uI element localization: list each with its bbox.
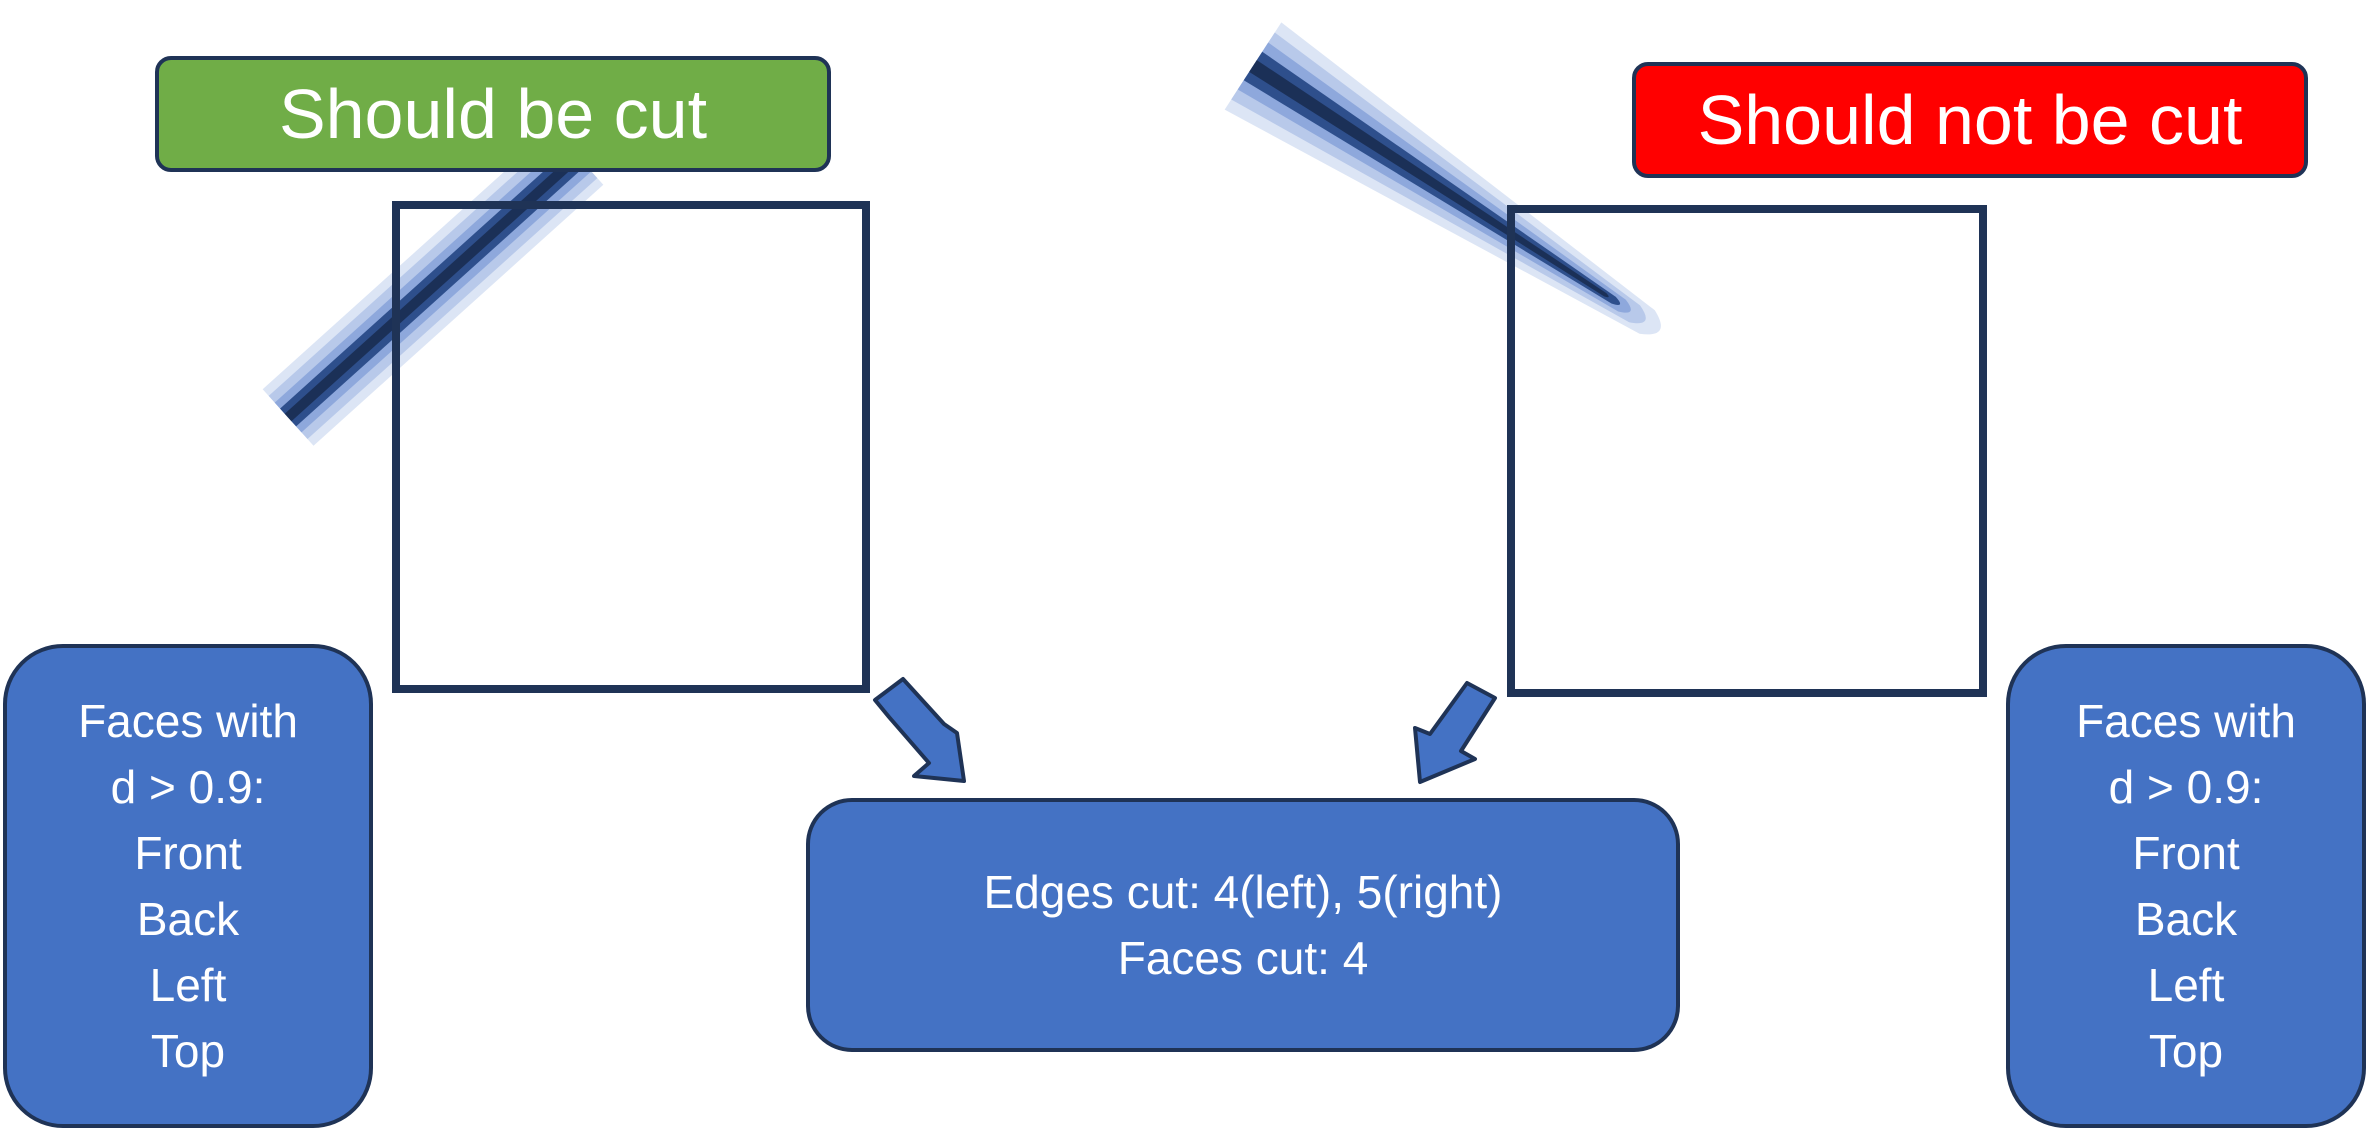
- summary-box: Edges cut: 4(left), 5(right) Faces cut: …: [806, 798, 1680, 1052]
- faces-right-item: Front: [2132, 827, 2240, 879]
- faces-right-box: Faces with d > 0.9: Front Back Left Top: [2006, 644, 2366, 1128]
- should-be-cut-label: Should be cut: [155, 56, 831, 172]
- faces-right-title-line1: Faces with: [2076, 695, 2296, 747]
- right-blurred-line: [1224, 22, 1661, 335]
- left-arrow: [873, 677, 966, 783]
- faces-left-box: Faces with d > 0.9: Front Back Left Top: [3, 644, 373, 1128]
- should-not-be-cut-label: Should not be cut: [1632, 62, 2308, 178]
- faces-left-title-line1: Faces with: [78, 695, 298, 747]
- faces-left-item: Front: [134, 827, 242, 879]
- faces-right-item: Left: [2147, 959, 2225, 1011]
- left-blurred-line: [262, 128, 604, 446]
- right-arrow: [1413, 681, 1497, 784]
- right-square: [1507, 205, 1987, 697]
- faces-left-item: Left: [149, 959, 227, 1011]
- faces-left-title-line2: d > 0.9:: [110, 761, 266, 813]
- edges-cut-text: Edges cut: 4(left), 5(right): [983, 866, 1503, 918]
- faces-left-item: Top: [150, 1025, 226, 1077]
- faces-right-item: Back: [2134, 893, 2238, 945]
- faces-left-item: Back: [136, 893, 240, 945]
- faces-right-title-line2: d > 0.9:: [2108, 761, 2264, 813]
- faces-right-item: Top: [2148, 1025, 2224, 1077]
- faces-cut-text: Faces cut: 4: [1117, 932, 1369, 984]
- left-square: [392, 201, 870, 693]
